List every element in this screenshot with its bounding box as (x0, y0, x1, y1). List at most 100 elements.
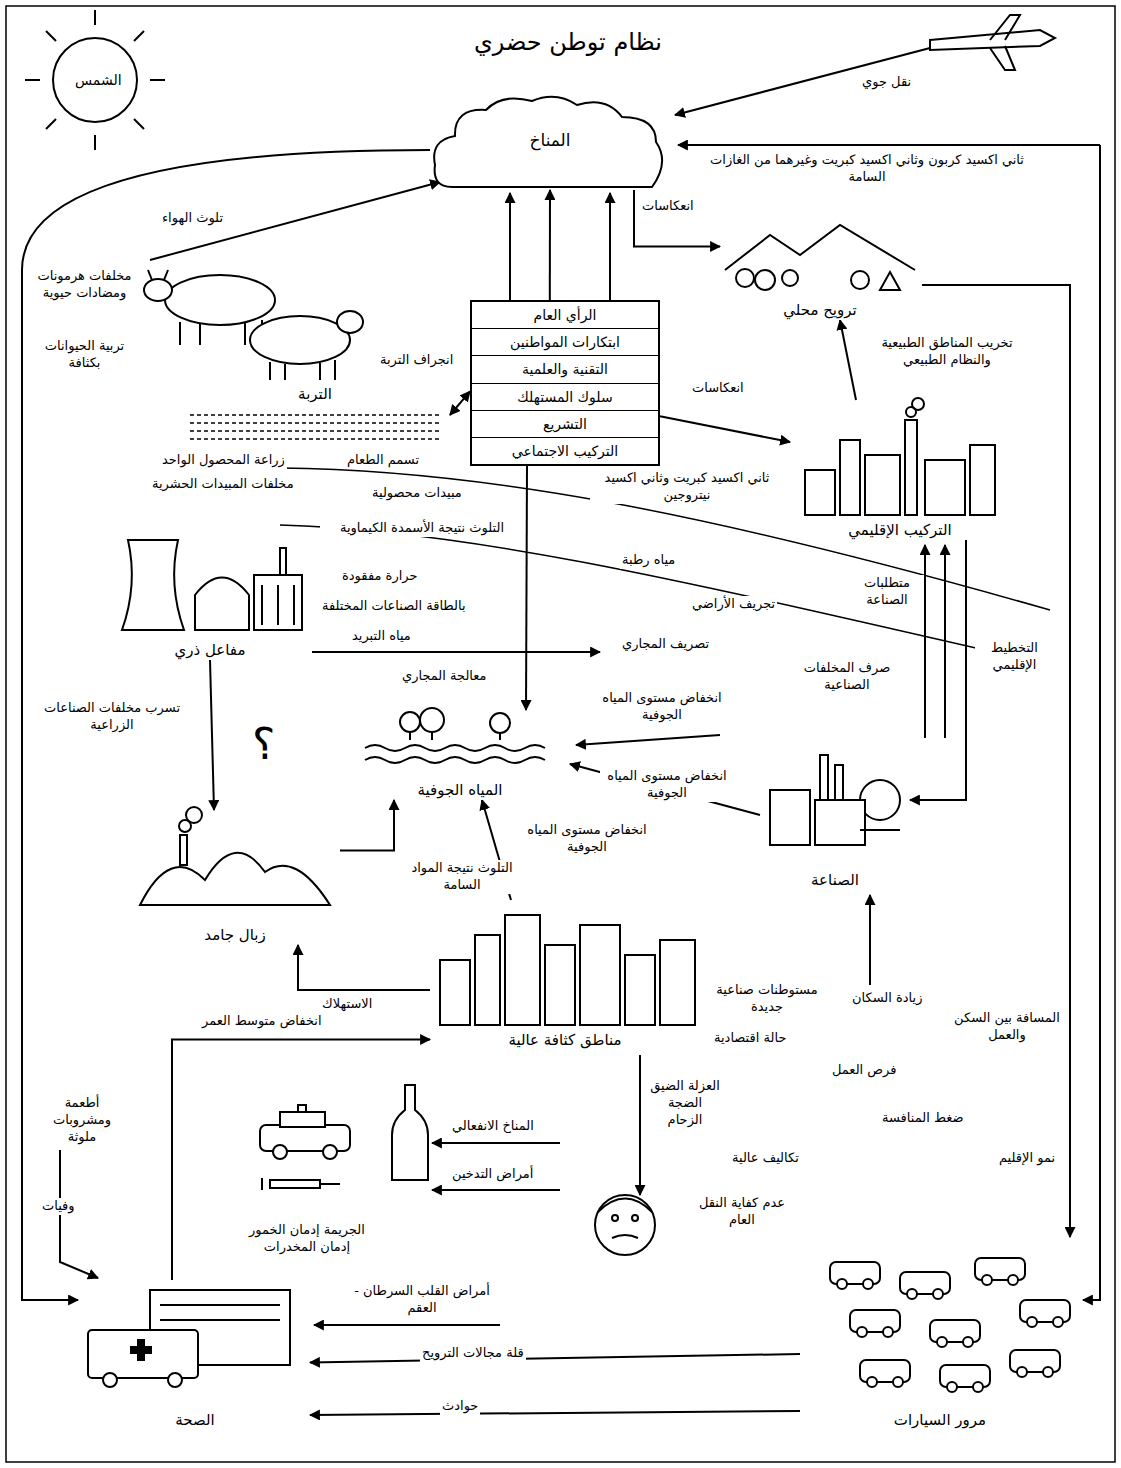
soil-field: التربة (180, 385, 450, 445)
hospital (88, 1330, 198, 1378)
air-pollution-arrow (150, 182, 440, 260)
edge-label: معالجة المجاري (400, 668, 489, 685)
syringe (320, 1183, 340, 1185)
free-label: حالة اقتصادية (712, 1030, 788, 1047)
node-label: مفاعل ذري (172, 641, 249, 661)
free-label: ؟ (250, 715, 277, 772)
edge-label: انعكاسات (640, 198, 696, 215)
waste-picture (140, 853, 330, 905)
cars (973, 1382, 983, 1392)
free-label: بالطاقة الصناعات المختلفة (320, 598, 468, 615)
airplane (930, 30, 1055, 50)
police-car (260, 1105, 350, 1159)
regional-skyline (925, 460, 965, 515)
cars (893, 1377, 903, 1387)
free-label: تجريف الأراضي (690, 596, 777, 613)
edge-label: تخريب المناطق الطبيعية والنظام الطبيعي (870, 335, 1024, 369)
waste-picture (180, 835, 187, 865)
sun (134, 31, 144, 41)
free-label: تسمم الطعام (345, 452, 421, 469)
free-label: تكاليف عالية (730, 1150, 801, 1167)
arrows-mid (576, 735, 720, 745)
free-label: ضغط المنافسة (880, 1110, 966, 1127)
arrows-mid (924, 545, 926, 738)
upward-arrows (510, 193, 610, 300)
landscape (782, 270, 798, 286)
river (280, 525, 1050, 665)
reactor (277, 585, 279, 625)
city-buildings (660, 940, 695, 1025)
cows (244, 323, 246, 345)
free-label: الجريمة إدمان الخمور إدمان المخدرات (235, 1222, 379, 1256)
hospital (88, 1290, 290, 1387)
cars (1027, 1317, 1037, 1327)
field-hatch (190, 438, 440, 440)
face (612, 1235, 638, 1238)
connector-arrow (526, 466, 527, 710)
city-buildings (545, 945, 575, 1025)
nuclear-reactor: مفاعل ذري (110, 520, 310, 660)
cloud-outline (434, 97, 662, 187)
connector-arrow (450, 391, 470, 415)
table-row-text: التقنية والعلمية (472, 356, 658, 383)
cows (250, 316, 350, 364)
police-car (273, 1145, 287, 1159)
free-label: تصريف المجاري (620, 636, 711, 653)
bottle (392, 1085, 428, 1180)
sun (25, 79, 40, 81)
reactor (254, 575, 302, 630)
cows (334, 360, 336, 380)
free-label: مخلفات المبيدات الحشرية (150, 476, 296, 493)
cars (1008, 1275, 1018, 1285)
face (598, 1199, 652, 1213)
cars (837, 1279, 847, 1289)
outer-loops (1083, 145, 1100, 1300)
node-label: الصحة (172, 1411, 217, 1431)
cars (907, 1289, 917, 1299)
factor-table: الرأي العامابتكارات المواطنينالتقنية وال… (470, 300, 660, 466)
cows (269, 362, 271, 380)
connector-arrow (210, 660, 214, 810)
cars (830, 1258, 1070, 1392)
city-face-arrow (639, 1055, 641, 1195)
arrows-mid (312, 545, 945, 985)
connector-arrow (298, 945, 430, 990)
connector-arrow (570, 764, 760, 815)
cows (337, 311, 363, 333)
landscape (736, 269, 754, 287)
free-label: مياه التبريد (350, 628, 413, 645)
syringe (262, 1178, 340, 1190)
airplane (675, 15, 1055, 115)
edge-label: حوادث (440, 1398, 480, 1415)
connector-arrow (660, 416, 790, 442)
free-label: ثاني اكسيد كربون وثاني اكسيد كبريت وغيره… (700, 152, 1034, 186)
reactor (293, 585, 295, 625)
free-label: مخلفات هرمونات ومضادات حيوية (30, 268, 139, 302)
airplane (675, 48, 930, 115)
free-label: تلوث الهواء (160, 210, 225, 227)
field-hatch (190, 414, 440, 416)
cars (857, 1327, 867, 1337)
industry-picture (770, 790, 810, 845)
reactor (195, 578, 249, 631)
hospital (168, 1373, 182, 1387)
reactor (280, 548, 286, 575)
police-car (280, 1112, 325, 1127)
table-row-text: التشريع (472, 411, 658, 438)
airplane (990, 15, 1020, 40)
free-label: مياه رطبة (620, 552, 677, 569)
edge-label: انخفاض مستوى المياه الجوفية (600, 768, 734, 802)
groundwater-picture (400, 712, 420, 732)
cows (144, 270, 363, 380)
frame (6, 6, 1115, 1462)
industry-picture (835, 765, 843, 800)
cars (867, 1377, 877, 1387)
face (632, 1215, 638, 1221)
city-buildings (475, 935, 500, 1025)
cars (1017, 1367, 1027, 1377)
landscape (851, 271, 869, 289)
reactor (122, 540, 184, 630)
field-hatch (190, 430, 440, 432)
hospital (160, 1319, 280, 1321)
free-label: نمو الإقليم (990, 1150, 1064, 1167)
